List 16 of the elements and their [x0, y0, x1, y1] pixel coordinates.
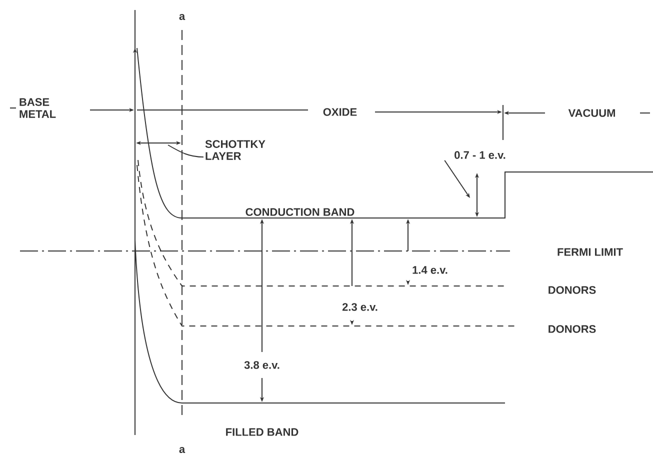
- annotation-text: 0.7 - 1 e.v.: [454, 151, 506, 159]
- leader-line: [168, 144, 204, 158]
- label-text: 2.3 e.v.: [342, 303, 378, 311]
- annotation-text: SCHOTTKY LAYER: [205, 140, 266, 160]
- label-text: a: [179, 447, 186, 454]
- label-text: DONORS: [548, 325, 596, 333]
- label-text: DONORS: [548, 286, 596, 294]
- label-text: a: [179, 14, 186, 20]
- label-text: VACUUM: [568, 109, 615, 117]
- label-text: FERMI LIMIT: [558, 248, 623, 256]
- label-text: CONDUCTION BAND: [246, 208, 354, 216]
- label-text: 1.4 e.v.: [412, 266, 448, 274]
- label-text: BASE METAL: [20, 98, 56, 118]
- label-text: FILLED BAND: [226, 428, 298, 436]
- label-text: OXIDE: [323, 108, 357, 116]
- label-text: 3.8 e.v.: [244, 361, 280, 369]
